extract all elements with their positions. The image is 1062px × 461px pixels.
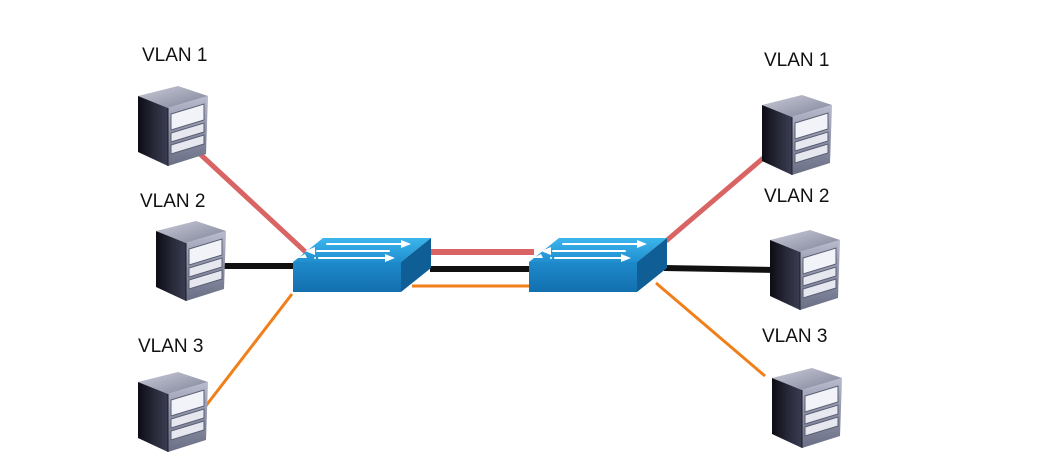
- right-vlan2-link: [663, 265, 779, 273]
- server-tower-icon: [137, 85, 209, 167]
- right-host-vlan1: VLAN 1: [761, 50, 833, 176]
- vlan-label: VLAN 1: [142, 45, 207, 66]
- vlan-label: VLAN 2: [764, 186, 829, 207]
- server-tower-icon: [771, 367, 843, 449]
- right-host-vlan3: VLAN 3: [762, 326, 843, 449]
- left-host-vlan3: VLAN 3: [137, 336, 209, 453]
- left-vlan3-link: [203, 293, 294, 408]
- left-host-vlan1: VLAN 1: [137, 45, 209, 167]
- server-tower-icon: [137, 371, 209, 453]
- network-switch-icon: [528, 237, 668, 293]
- network-switch-icon: [292, 237, 432, 293]
- server-tower-icon: [769, 229, 841, 311]
- server-tower-icon: [155, 220, 227, 302]
- vlan-label: VLAN 3: [138, 336, 203, 357]
- vlan-label: VLAN 3: [762, 326, 827, 347]
- left-host-vlan2: VLAN 2: [140, 191, 227, 302]
- right-vlan1-link: [664, 152, 770, 243]
- right-vlan3-link: [655, 281, 766, 378]
- server-tower-icon: [761, 94, 833, 176]
- vlan-label: VLAN 2: [140, 191, 205, 212]
- right-host-vlan2: VLAN 2: [764, 186, 841, 311]
- left-vlan1-link: [198, 152, 314, 260]
- vlan-label: VLAN 1: [764, 50, 829, 71]
